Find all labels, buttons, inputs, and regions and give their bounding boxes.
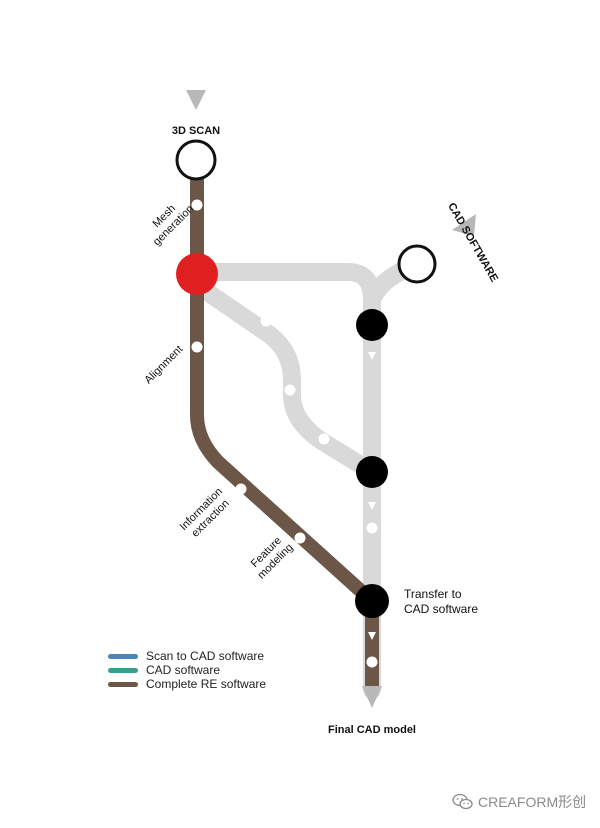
scan-input-arrow-icon: [186, 90, 206, 110]
legend-item: Scan to CAD software: [108, 649, 266, 663]
legend-swatch: [108, 653, 138, 659]
final-arrow-icon: [362, 686, 382, 708]
transfer-label-line1: Transfer to: [404, 587, 462, 601]
cad-software-label: CAD SOFTWARE: [445, 201, 500, 284]
station-dot: [260, 315, 272, 327]
station-dot: [235, 483, 247, 495]
cad-software-node: [397, 244, 437, 284]
station-dot: [318, 433, 330, 445]
legend-item: Complete RE software: [108, 677, 266, 691]
down-arrow-icon: [368, 352, 376, 360]
hub-node: [176, 253, 218, 295]
feature-label-group: Feature modeling: [249, 535, 296, 582]
cad-software-label-group: CAD SOFTWARE: [445, 201, 500, 284]
mesh-label-group: Mesh generation: [151, 203, 197, 249]
station-dot: [284, 384, 296, 396]
legend-item: CAD software: [108, 663, 266, 677]
black-node: [356, 309, 388, 341]
info-label-group: Information extraction: [178, 486, 232, 540]
complete-re-track: [190, 170, 379, 686]
station-dot: [191, 341, 203, 353]
station-dot: [366, 656, 378, 668]
alignment-label-group: Alignment: [142, 343, 185, 386]
transfer-node: [355, 584, 389, 618]
final-label: Final CAD model: [328, 724, 416, 736]
black-node: [356, 456, 388, 488]
chat-bubble-icon: [452, 793, 473, 810]
alignment-label: Alignment: [142, 343, 185, 386]
scan-node: [175, 139, 217, 181]
legend-label: CAD software: [146, 663, 221, 677]
station-dot: [191, 199, 203, 211]
transfer-label-line2: CAD software: [404, 602, 478, 616]
down-arrow-icon: [368, 632, 376, 640]
scan-label: 3D SCAN: [172, 125, 220, 137]
watermark-text: CREAFORM形创: [478, 794, 587, 810]
legend-swatch: [108, 681, 138, 687]
legend: Scan to CAD software CAD software Comple…: [108, 649, 266, 691]
legend-label: Scan to CAD software: [146, 649, 265, 663]
station-dot: [366, 522, 378, 534]
legend-label: Complete RE software: [146, 677, 267, 691]
legend-swatch: [108, 667, 138, 673]
watermark: CREAFORM形创: [452, 792, 586, 812]
station-dot: [294, 532, 306, 544]
scan-to-cad-track: [188, 276, 381, 481]
cad-software-track: [188, 263, 381, 699]
cad-input-arrow-icon: [452, 214, 476, 236]
down-arrow-icon: [368, 502, 376, 510]
